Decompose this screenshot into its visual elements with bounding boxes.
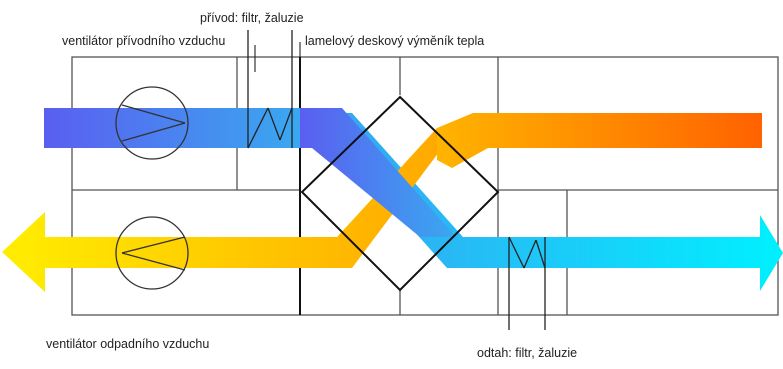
exhaust-air-stream: [437, 113, 762, 168]
exhaust-fan-icon: [115, 216, 189, 290]
label-heat-exchanger: lamelový deskový výměník tepla: [305, 34, 484, 48]
label-bottom-filter: odtah: filtr, žaluzie: [477, 346, 577, 360]
extract-air-stream: [300, 113, 783, 291]
supply-filter-icon: [247, 30, 293, 149]
unit-housing: [71, 56, 779, 316]
supply-air-stream: [44, 108, 300, 148]
supply-air-diagonal: [300, 108, 456, 237]
outlet-air-stream: [2, 128, 448, 292]
callout-lines: [254, 42, 301, 72]
exhaust-filter-icon: [508, 236, 546, 330]
heat-exchanger-diamond: [300, 95, 500, 292]
housing-outline: [71, 56, 779, 316]
label-fan-supply: ventilátor přívodního vzduchu: [62, 34, 225, 48]
label-top-filter: přívod: filtr, žaluzie: [200, 11, 304, 25]
label-fan-exhaust: ventilátor odpadního vzduchu: [46, 337, 209, 351]
supply-fan-icon: [115, 86, 189, 160]
